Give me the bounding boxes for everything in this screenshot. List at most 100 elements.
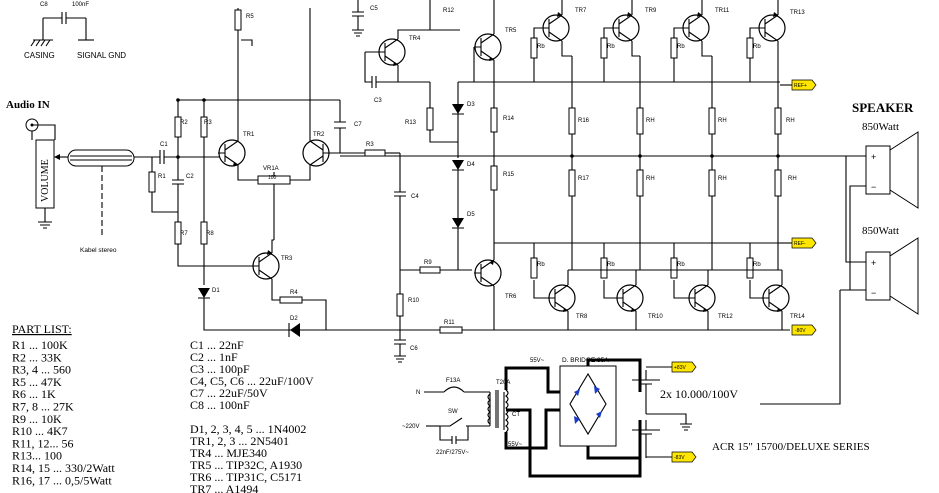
driver-stage: C5 R12 TR4 C3 R13 D3 D4 D5 C4 R9 [352,0,517,363]
lower-emitter-resistors: R17 RH RH RH [568,154,797,270]
rh-label-1: RH [646,118,655,124]
r17-label: R17 [578,176,590,182]
speaker-2-body [865,251,891,301]
d4 [452,160,464,170]
rb-label-4: Rb [753,44,761,50]
tr11: TR11 Rb RH [670,0,730,156]
part-list-item: R1 ... 100K [12,338,68,352]
svg-text:REF+: REF+ [794,83,807,89]
c5-label: C5 [370,6,378,12]
speaker-power-2: 850Watt [862,225,899,237]
d3-label: D3 [467,102,475,108]
audio-input: Audio IN VOLUME Kabel stereo [6,99,160,254]
rb-label-7: Rb [677,262,685,268]
tr13-label: TR13 [790,10,805,16]
tr4-label: TR4 [409,36,421,42]
tr10-label: TR10 [648,314,663,320]
tr1-label: TR1 [243,132,255,138]
part-list-item: TR7 ... A1494 [190,482,258,493]
power-supply: N F13A ~220V SW 22nF/275V~ T20A CT 55V~ … [402,357,870,478]
r4-label: R4 [290,290,298,296]
part-list-item: R14, 15 ... 330/2Watt [12,461,115,475]
part-list-item: TR1, 2, 3 ... 2N5401 [190,434,289,448]
speaker-1-body [865,145,891,195]
sec-bot-label: 55V~ [508,442,523,448]
ct-label: CT [512,412,520,418]
rb-label-5: Rb [537,262,545,268]
tr10: TR10 Rb [600,243,663,330]
svg-text:+: + [871,152,876,162]
part-list-item: C7 ... 22uF/50V [190,386,268,400]
tr13: TR13 Rb RH [746,0,805,156]
cap-label: 2x 10.000/100V [660,387,738,401]
tr14-label: TR14 [790,314,805,320]
part-list-item: R7, 8 ... 27K [12,400,74,414]
rb-label-3: Rb [677,44,685,50]
speaker-power-1: 850Watt [862,121,899,133]
part-list-item: TR5 ... TIP32C, A1930 [190,458,302,472]
mains-label: ~220V [402,424,420,430]
c8-label: C8 [40,2,48,8]
ref-minus-tag: REF- [780,237,817,249]
vr1a-label: VR1A [263,166,279,172]
output-stage: TR7 Rb R16 TR9 Rb RH TR11 [340,0,860,336]
c7-label: C7 [354,122,362,128]
rail-neg-tag: -83V [646,451,697,463]
bridge-label: D. BRIDGE 35A [562,357,609,364]
rh-label-3: RH [786,118,795,124]
speaker-1-cone [889,131,919,209]
switch-label: SW [448,409,458,415]
rh-label-2: RH [718,118,727,124]
volume-label: VOLUME [40,159,51,202]
r1-label: R1 [158,174,166,180]
r10-label: R10 [408,298,420,304]
rh-label-4: RH [646,176,655,182]
d5 [452,218,464,228]
ground-legend: C8 100nF CASING SIGNAL GND [24,2,126,60]
rb-label-1: Rb [537,44,545,50]
trafo-label: T20A [496,380,510,386]
part-list-item: R10 ... 4K7 [12,424,68,438]
part-list-item: R11, 12... 56 [12,436,74,450]
part-list-item: C3 ... 100pF [190,362,250,376]
tr7-label: TR7 [575,8,587,14]
tr7: TR7 Rb R16 [530,0,590,156]
part-list-item: TR6 ... TIP31C, C5171 [190,470,302,484]
rh-label-6: RH [788,176,797,182]
r15-label: R15 [503,172,515,178]
tr14: TR14 Rb [746,243,805,330]
c2-label: C2 [186,174,194,180]
part-list-item: R13... 100 [12,449,62,463]
c1-label: C1 [160,142,168,148]
neutral-label: N [416,390,420,396]
d2 [290,323,300,337]
rb-label-6: Rb [607,262,615,268]
speaker-2-cone [889,237,919,315]
d3 [452,104,464,114]
cable-label: Kabel stereo [80,247,117,254]
speakers: SPEAKER 850Watt 850Watt + − + − [760,100,919,405]
d1-label: D1 [212,288,220,294]
fuse-label: F13A [446,378,460,384]
c3-label: C3 [374,98,382,104]
d4-label: D4 [467,162,475,168]
vr1a-value: 100 [268,175,277,181]
part-list-item: C8 ... 100nF [190,398,250,412]
r2-label: R2 [180,120,188,126]
tr3-label: TR3 [281,256,293,262]
tr9-label: TR9 [645,8,657,14]
rb-label-2: Rb [607,44,615,50]
part-list-item: TR4 ... MJE340 [190,446,267,460]
c6-label: C6 [410,346,418,352]
r11-label: R11 [444,320,455,326]
svg-text:+83V: +83V [674,365,686,371]
tr11-label: TR11 [715,8,730,14]
rb-label-8: Rb [753,262,761,268]
rh-label-5: RH [718,176,727,182]
signal-gnd-label: SIGNAL GND [77,51,126,60]
part-list-item: C1 ... 22nF [190,338,244,352]
series-label: ACR 15" 15700/DELUXE SERIES [712,441,870,453]
r3b-label: R3 [366,142,374,148]
